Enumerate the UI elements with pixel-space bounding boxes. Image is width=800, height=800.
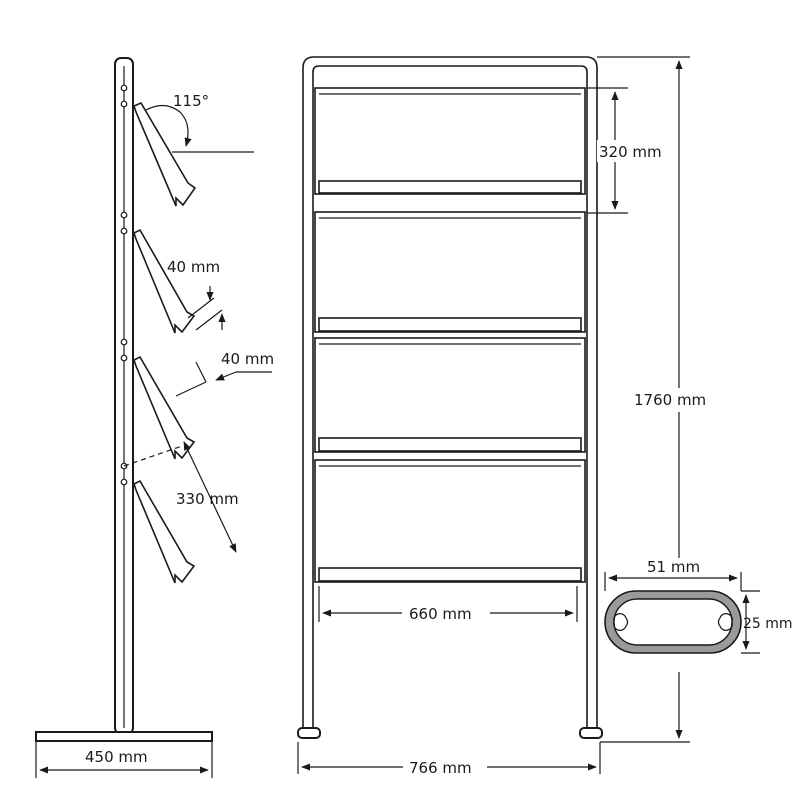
lip-width-label: 40 mm bbox=[167, 258, 220, 276]
shelf-spacing-dimension: 320 mm bbox=[587, 87, 669, 214]
total-height-dimension: 1760 mm bbox=[597, 56, 706, 743]
lip-width-dimension: 40 mm bbox=[167, 258, 226, 331]
profile-height-label: 25 mm bbox=[743, 616, 793, 632]
side-shelf-3 bbox=[133, 355, 196, 460]
front-shelf-2 bbox=[314, 211, 586, 333]
mounting-holes bbox=[120, 84, 128, 486]
total-width-label: 766 mm bbox=[409, 759, 472, 777]
shelf-depth-dimension: 330 mm bbox=[176, 441, 239, 553]
angle-label: 115° bbox=[173, 92, 209, 110]
front-view: 320 mm 1760 mm 660 mm 766 mm bbox=[297, 56, 706, 778]
shelf-depth-extension bbox=[123, 445, 183, 467]
front-shelf-3 bbox=[314, 337, 586, 453]
profile-width-label: 51 mm bbox=[647, 558, 700, 576]
shelf-depth-label: 330 mm bbox=[176, 490, 239, 508]
shelf-width-dimension: 660 mm bbox=[318, 586, 578, 624]
lip-depth-label: 40 mm bbox=[221, 350, 274, 368]
total-height-label: 1760 mm bbox=[634, 391, 706, 409]
side-shelf-1 bbox=[133, 101, 197, 207]
front-shelf-1 bbox=[314, 87, 586, 195]
side-shelf-2 bbox=[133, 228, 196, 334]
side-view: 115° 40 mm 40 mm 330 mm bbox=[35, 57, 274, 778]
front-foot-left bbox=[297, 727, 321, 739]
side-base-foot bbox=[35, 731, 213, 742]
profile-inner bbox=[613, 598, 733, 646]
side-shelf-4 bbox=[133, 479, 196, 584]
lip-depth-dimension: 40 mm bbox=[175, 350, 274, 397]
total-width-dimension: 766 mm bbox=[297, 742, 601, 778]
front-frame bbox=[302, 56, 598, 728]
profile-section: 51 mm 25 mm bbox=[604, 558, 793, 654]
base-width-dimension: 450 mm bbox=[35, 742, 213, 778]
base-width-label: 450 mm bbox=[85, 748, 148, 766]
front-foot-right bbox=[579, 727, 603, 739]
shelf-spacing-label: 320 mm bbox=[599, 143, 662, 161]
front-shelf-4 bbox=[314, 459, 586, 583]
angle-dimension: 115° bbox=[145, 92, 254, 153]
shelf-width-label: 660 mm bbox=[409, 605, 472, 623]
